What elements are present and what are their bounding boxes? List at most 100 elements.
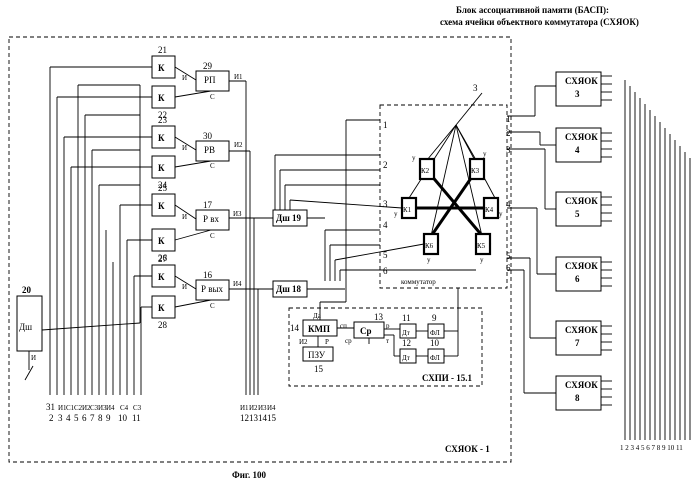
right-cell-column: СХЯОК 3 СХЯОК 4 СХЯОК 5 СХЯОК 6 СХЯОК 7 …	[556, 72, 601, 410]
k-22-label: К	[158, 93, 165, 103]
k1-u: у	[394, 210, 398, 218]
k-26-label: К	[158, 236, 165, 246]
fl10-num: 10	[430, 338, 440, 348]
in-top-c4: С4	[120, 404, 129, 412]
k-23-label: К	[158, 133, 165, 143]
sxpi-label: СХПИ - 15.1	[422, 373, 473, 383]
right-bus-bundle	[601, 76, 690, 440]
decoder-20-label: Дш	[19, 322, 32, 332]
k4-u: у	[499, 210, 503, 218]
cell-4-name: СХЯОК	[565, 132, 598, 142]
port-right-2: 2	[506, 128, 511, 138]
d18-l3	[335, 244, 424, 260]
cell-3-num: 3	[575, 89, 580, 99]
k-28-num: 28	[158, 320, 168, 330]
cell-8-name: СХЯОК	[565, 380, 598, 390]
port-left-3: 3	[383, 199, 388, 209]
k6-u: у	[427, 256, 431, 264]
rout-label: Р вых	[201, 284, 224, 294]
ctl-input-3-label: 3	[473, 83, 478, 93]
sr-num: 13	[374, 312, 384, 322]
k24-rv	[175, 161, 211, 167]
bottom-input-labels: 31 2 И1 3 С1 4 С2 5 И2 6 С3 7 И3 8 И4 9 …	[46, 402, 142, 423]
figure-caption: Фиг. 100	[232, 470, 266, 480]
title-line-2: схема ячейки объектного коммутатора (СХЯ…	[440, 17, 639, 27]
in-31: 31	[46, 402, 55, 412]
decoder-20-number: 20	[22, 285, 32, 295]
decoder-20-input-label: И	[31, 354, 36, 362]
in-9: 9	[106, 413, 111, 423]
k5-u: у	[480, 256, 484, 264]
in-10: 10	[118, 413, 128, 423]
rp-label: РП	[204, 75, 216, 85]
rp-i1: И1	[234, 73, 243, 81]
rout-c: С	[210, 302, 215, 310]
port-right-6: 6	[506, 263, 511, 273]
port-right-5: 5	[506, 251, 511, 261]
rv-c: С	[210, 162, 215, 170]
in-4: 4	[66, 413, 71, 423]
rv-i: И	[182, 144, 187, 152]
switch-k1-label: К1	[403, 206, 412, 214]
bottom-right-ticks: 1 2 3 4 5 6 7 8 9 10 11	[620, 444, 683, 452]
rp-c: С	[210, 93, 215, 101]
out-top-i1: И1	[240, 404, 249, 412]
rout-i4: И4	[233, 280, 242, 288]
k2-u: у	[412, 154, 416, 162]
k-25-num: 25	[158, 183, 168, 193]
k-24-label: К	[158, 163, 165, 173]
out-top-i3: И3	[258, 404, 267, 412]
port-left-4: 4	[383, 220, 388, 230]
port-right-4: 4	[506, 199, 511, 209]
pzu-num: 15	[314, 364, 324, 374]
switch-k6-label: К6	[425, 242, 434, 250]
cell-6-num: 6	[575, 274, 580, 284]
out-top-i2: И2	[249, 404, 258, 412]
decoder-19-label: Дш 19	[276, 213, 302, 223]
out-15: 15	[267, 413, 277, 423]
cell-7-name: СХЯОК	[565, 325, 598, 335]
in-top-i4: И4	[106, 404, 115, 412]
rout-num: 16	[203, 270, 213, 280]
fl9-label: ФЛ	[430, 329, 440, 337]
commutator-frame	[380, 105, 507, 288]
rin-c: С	[210, 232, 215, 240]
in-6: 6	[82, 413, 87, 423]
k-block-column: К 21 К 22 К 23 К 24 К 25 К 26 К 27 К 28	[152, 45, 175, 330]
port-right-1: 1	[506, 114, 511, 124]
out-12: 12	[240, 413, 249, 423]
rp-i: И	[182, 74, 187, 82]
dt11-num: 11	[402, 313, 411, 323]
k-28-label: К	[158, 303, 165, 313]
rv-num: 30	[203, 131, 213, 141]
k28-rout	[175, 300, 211, 307]
in-3: 3	[58, 413, 63, 423]
in-11: 11	[132, 413, 141, 423]
dt12-num: 12	[402, 338, 411, 348]
rv-label: РВ	[204, 145, 215, 155]
cell-7-num: 7	[575, 338, 580, 348]
sr-label: Ср	[360, 326, 372, 336]
switch-matrix: 3 К1 К2 К3 К4 К5 К6 у у у у у у	[394, 83, 503, 264]
in-5: 5	[74, 413, 79, 423]
switch-k4-label: К4	[485, 206, 494, 214]
ctl-input-3	[456, 93, 482, 125]
title-line-1: Блок ассоциативной памяти (БАСП):	[456, 5, 609, 15]
rin-num: 17	[203, 200, 213, 210]
cell-5-name: СХЯОК	[565, 196, 598, 206]
in-8: 8	[98, 413, 103, 423]
k22-rp	[175, 91, 211, 97]
switch-k2-label: К2	[421, 167, 430, 175]
in-2: 2	[49, 413, 54, 423]
in-top-c3b: С3	[133, 404, 142, 412]
sr-t: т	[386, 337, 389, 345]
k-21-label: К	[158, 63, 165, 73]
rp-num: 29	[203, 61, 213, 71]
k-27-label: К	[158, 272, 165, 282]
kmp-i2: И2	[299, 338, 308, 346]
rin-i3: ИЗ	[233, 210, 242, 218]
port-left-1: 1	[383, 120, 388, 130]
port-left-2: 2	[383, 160, 388, 170]
